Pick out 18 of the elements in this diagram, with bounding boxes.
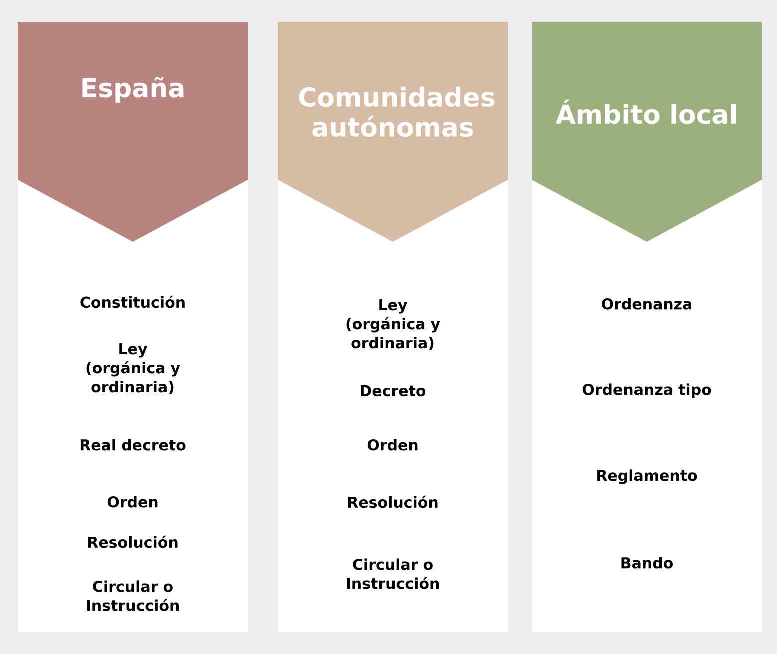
list-item: Reglamento [598,470,698,484]
list-item: Ley (orgánica y ordinaria) [86,344,180,394]
list-item: Resolución [88,536,178,548]
list-item: Real decreto [80,439,186,451]
list-item: Bando [622,557,673,569]
list-item: Constitución [80,296,185,308]
heading-banner: Comunidades autónomas [278,22,508,242]
list-item: Orden [108,496,158,508]
list-item: Ley (orgánica y ordinaria) [346,300,440,350]
list-item: Orden [368,439,418,451]
list-item: Resolución [348,496,438,508]
list-item: Circular o Instrucción [347,558,439,590]
list-item: Ordenanza tipo [582,384,712,398]
list-item: Decreto [361,385,426,397]
list-item: Circular o Instrucción [87,580,179,612]
heading-banner: España [18,22,248,242]
heading-banner: Ámbito local [532,22,762,242]
list-item: Ordenanza [602,298,692,310]
